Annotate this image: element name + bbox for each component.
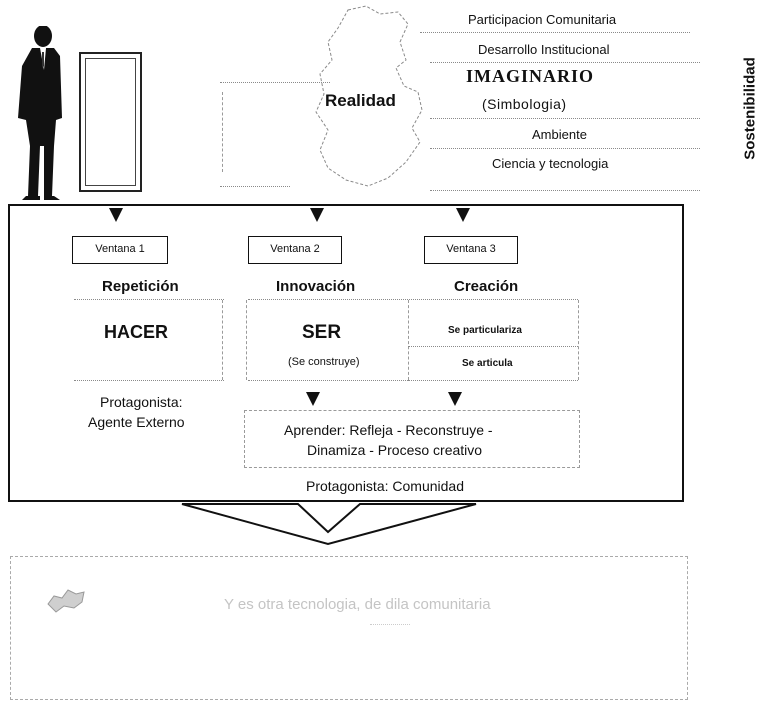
realidad-label: Realidad: [325, 91, 396, 110]
protagonista-left-line1: Protagonista:: [100, 394, 183, 410]
main-box: [8, 204, 684, 502]
arrow-ventana-3: [456, 208, 470, 222]
aprender-line1: Aprender: Refleja - Reconstruye -: [284, 422, 493, 438]
heading-creacion: Creación: [454, 278, 519, 295]
se-construye-label: (Se construye): [288, 356, 360, 368]
hacer-label: HACER: [104, 322, 169, 342]
heading-repeticion: Repetición: [102, 278, 179, 295]
se-articula-label: Se articula: [462, 358, 513, 369]
heading-innovacion: Innovación: [276, 278, 356, 295]
protagonista-left-line2: Agente Externo: [88, 414, 185, 430]
arrow-ventana-1: [109, 208, 123, 222]
aprender-box: [244, 410, 580, 468]
line-imaginario: IMAGINARIO: [466, 66, 595, 86]
person-figure: [18, 26, 62, 200]
ser-label: SER: [302, 322, 342, 343]
aprender-line2: Dinamiza - Proceso creativo: [307, 442, 483, 458]
ventana-1: Ventana 1: [72, 236, 168, 264]
ventana-2: Ventana 2: [248, 236, 342, 264]
picture-frame: [79, 52, 142, 192]
line-simbologia: (Simbologia): [482, 96, 567, 112]
se-particulariza-label: Se particulariza: [448, 325, 522, 336]
line-participacion: Participacion Comunitaria: [468, 12, 617, 27]
arrow-aprender-1: [306, 392, 320, 406]
protagonista-comunidad: Protagonista: Comunidad: [306, 478, 464, 494]
arrow-aprender-2: [448, 392, 462, 406]
funnel-arrow: [181, 503, 477, 546]
arrow-ventana-2: [310, 208, 324, 222]
bottom-box-text: Y es otra tecnologia, de dila comunitari…: [224, 596, 491, 613]
ventana-3: Ventana 3: [424, 236, 518, 264]
map-thumbnail-icon: [47, 589, 85, 613]
line-ciencia: Ciencia y tecnologia: [492, 156, 609, 171]
sostenibilidad-label: Sostenibilidad: [741, 57, 759, 160]
bottom-box: [10, 556, 688, 700]
map-outline: [315, 5, 423, 187]
line-desarrollo: Desarrollo Institucional: [478, 42, 610, 57]
line-ambiente: Ambiente: [532, 127, 587, 142]
